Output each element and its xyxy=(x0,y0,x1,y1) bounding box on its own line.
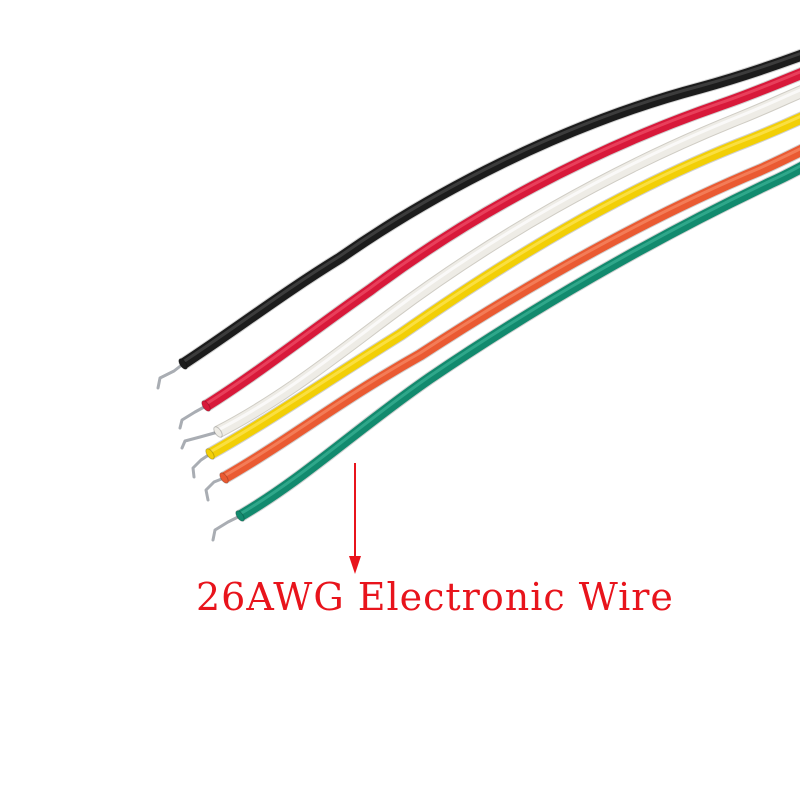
wire-black xyxy=(156,48,800,390)
wire-yellow-insulation xyxy=(207,112,800,459)
wire-black-insulation xyxy=(179,49,800,369)
wire-orange-conductor xyxy=(204,476,226,502)
wire-red-cut-end xyxy=(201,400,211,412)
wire-black-cut-end xyxy=(178,358,188,370)
wire-red-highlight xyxy=(205,70,800,406)
wire-white-cut-end xyxy=(213,426,223,438)
wire-caption: 26AWG Electronic Wire xyxy=(196,575,674,619)
wire-green xyxy=(211,160,800,542)
wire-yellow-conductor xyxy=(191,452,212,479)
wire-green-conductor xyxy=(211,514,242,542)
wire-white-insulation xyxy=(215,86,800,437)
wire-yellow-cut-end xyxy=(205,448,215,460)
pointer-arrow xyxy=(349,463,361,574)
wire-red-conductor xyxy=(178,404,208,430)
arrow-head xyxy=(349,556,361,574)
wire-black-highlight xyxy=(182,52,800,364)
wire-orange xyxy=(204,143,800,502)
wire-orange-highlight xyxy=(223,147,800,478)
wire-yellow-highlight xyxy=(209,114,800,454)
wire-white xyxy=(180,85,800,450)
wire-green-insulation xyxy=(237,161,800,521)
wire-black-conductor xyxy=(156,362,185,390)
wire-orange-insulation xyxy=(221,144,800,483)
wire-red-insulation xyxy=(203,68,800,411)
wire-green-cut-end xyxy=(235,510,245,522)
wire-white-highlight xyxy=(217,88,800,432)
wire-red xyxy=(178,67,800,430)
wire-white-conductor xyxy=(180,430,220,450)
wire-orange-cut-end xyxy=(219,472,229,484)
wire-yellow xyxy=(191,111,800,479)
wire-green-highlight xyxy=(239,164,800,516)
wire-bundle xyxy=(156,48,800,542)
